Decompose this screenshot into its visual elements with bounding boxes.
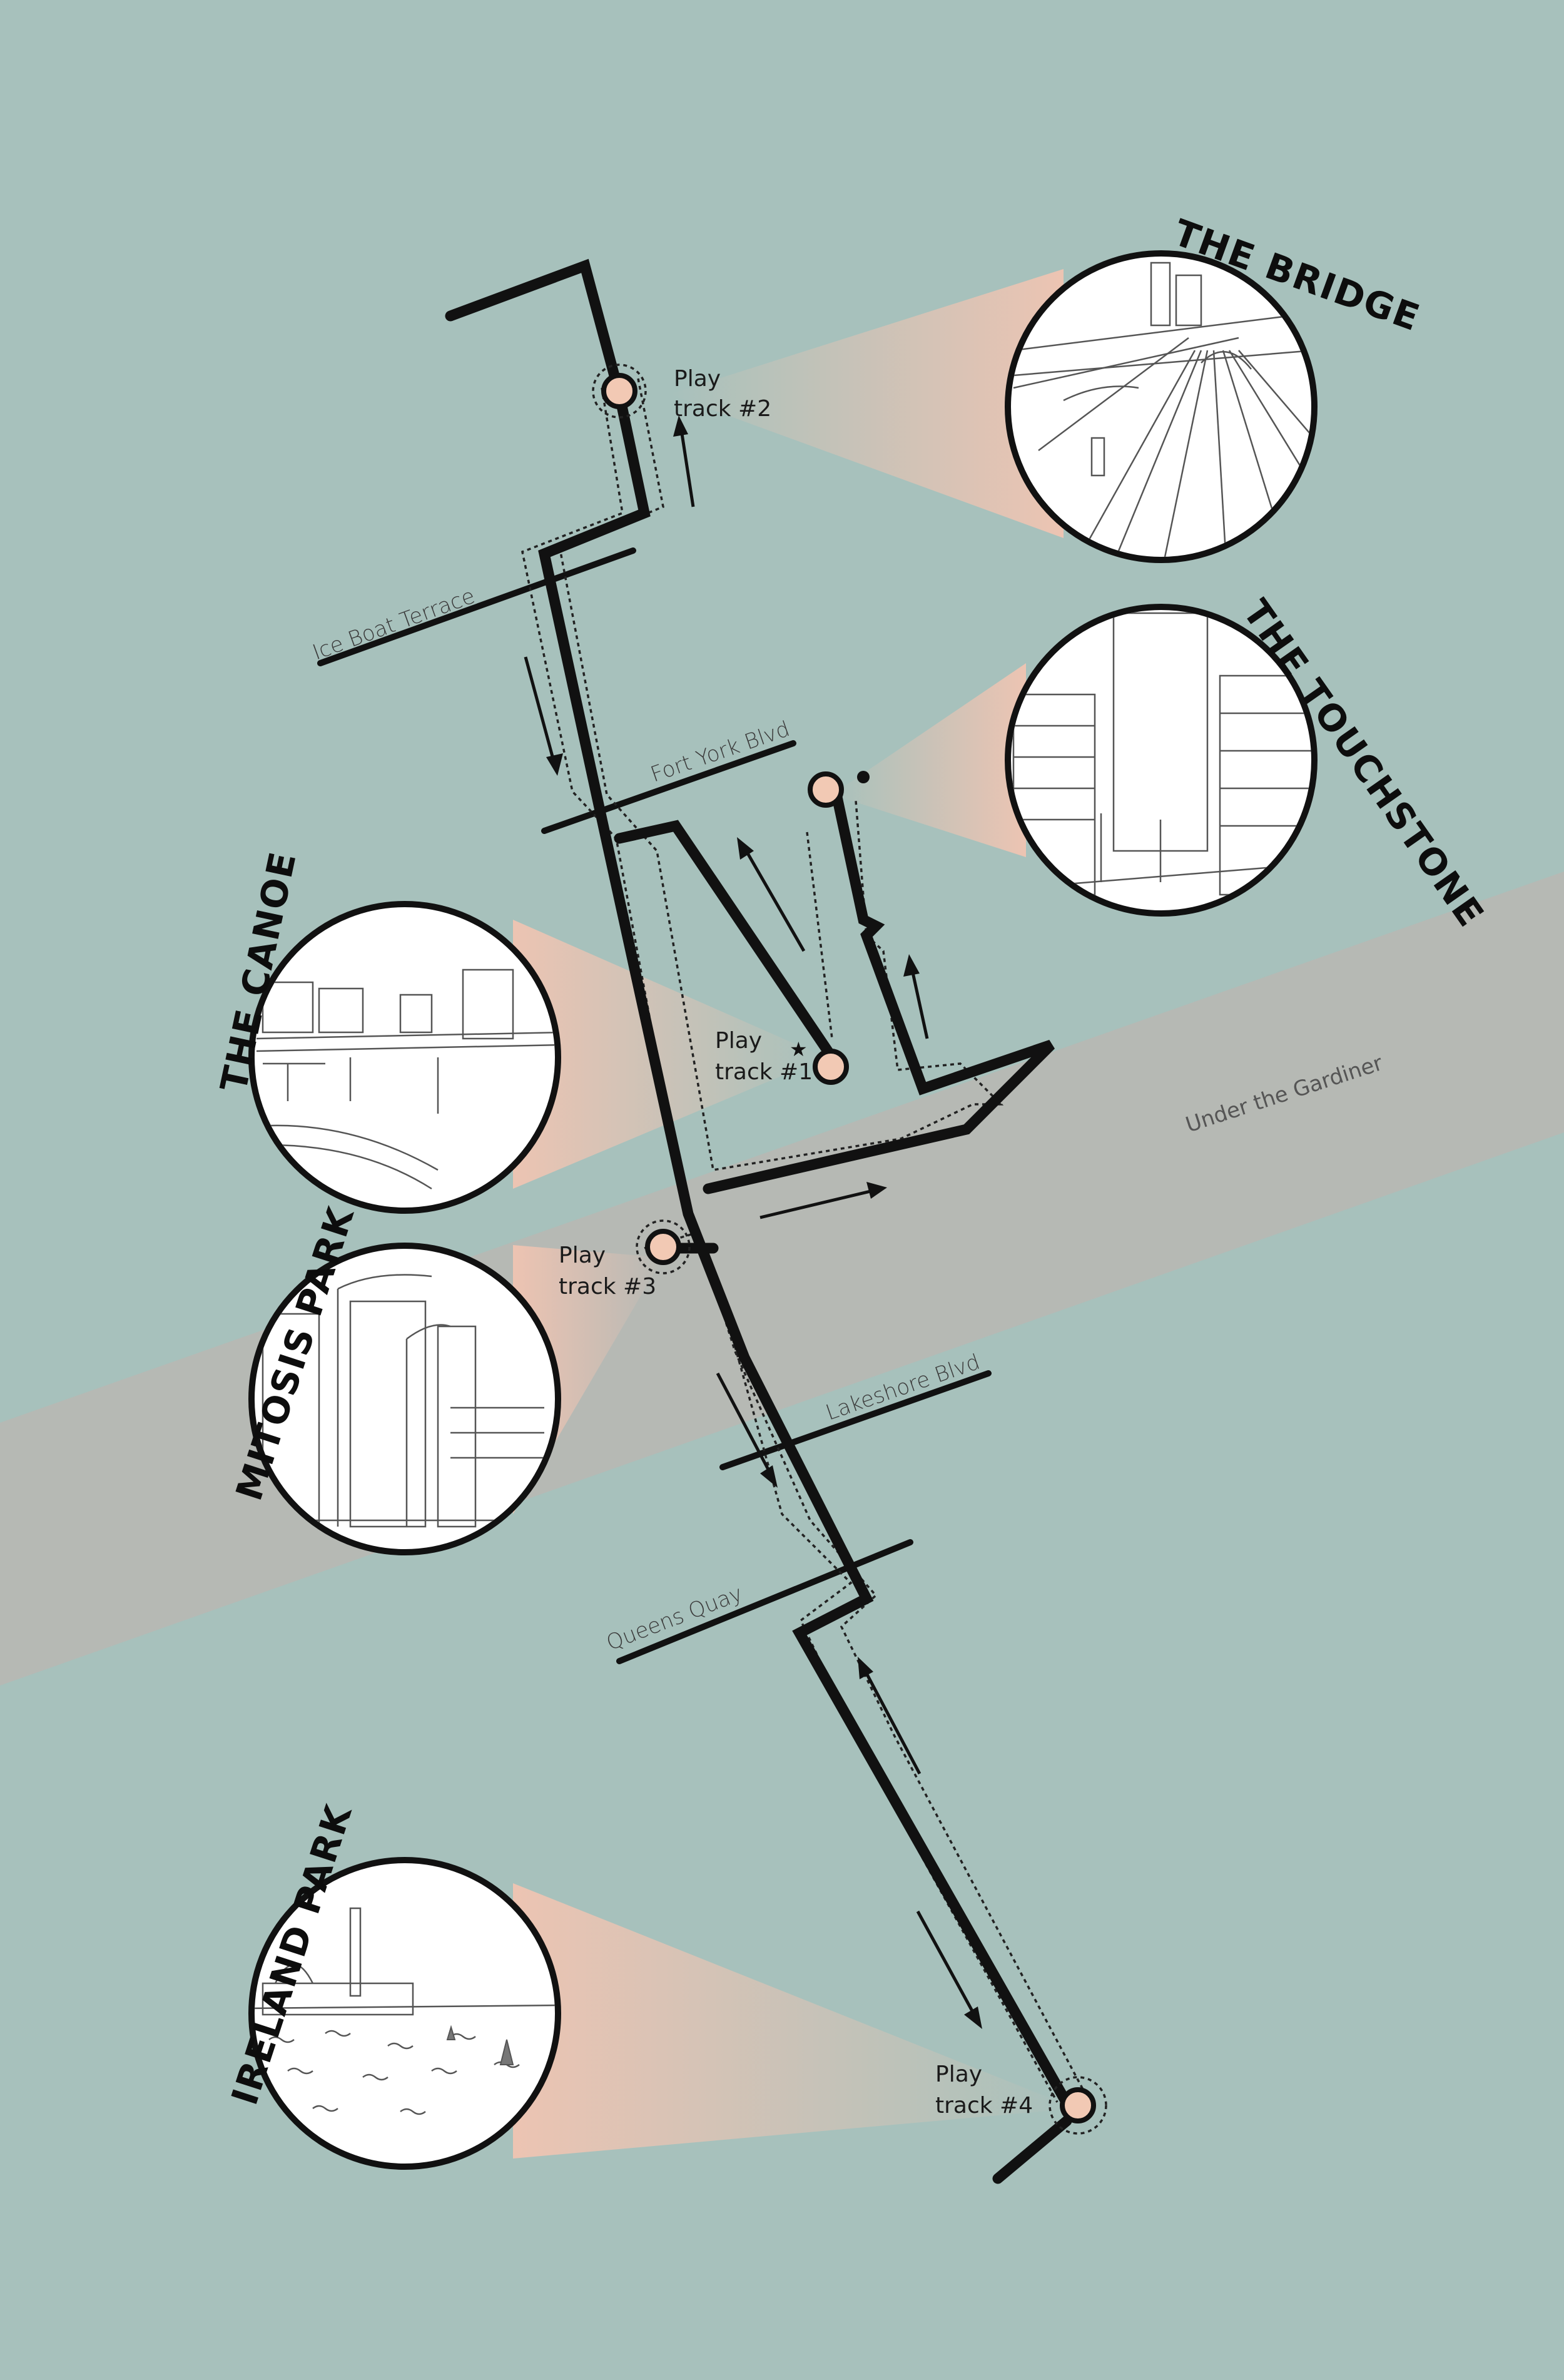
cone-ireland-park (513, 1883, 1076, 2159)
stop-label-line2: track #4 (935, 2093, 1033, 2118)
site-the-canoe[interactable] (248, 901, 563, 1214)
stop-track1[interactable]: ★ Play track #1 (715, 1028, 849, 1085)
street-queens-quay (616, 1539, 913, 1664)
ireland-park-sketch (255, 1907, 555, 2115)
street-fort-york-blvd (541, 740, 796, 834)
street-lakeshore-blvd (719, 1370, 992, 1470)
cone-the-bridge (669, 269, 1064, 538)
site-the-touchstone[interactable] (1005, 604, 1320, 917)
stop-label-line1: Play (935, 2062, 982, 2087)
stop-label-line1: Play (715, 1028, 762, 1054)
route-branch-track1 (614, 820, 838, 1063)
stop-track2[interactable]: Play track #2 (592, 364, 771, 422)
route-outline (806, 831, 833, 1039)
stop-track3[interactable]: Play track #3 (559, 1219, 691, 1299)
stop-label-line1: Play (559, 1243, 606, 1268)
street-ice-boat-terrace (317, 547, 636, 666)
dot-icon (857, 771, 870, 783)
route-outline (559, 378, 1004, 1172)
cone-the-touchstone (832, 663, 1026, 857)
cone-the-canoe (513, 920, 826, 1189)
stop-label-line2: track #1 (715, 1059, 813, 1085)
canoe-sketch (256, 969, 555, 1190)
route-branch-gardiner (703, 783, 1055, 1194)
walking-route (992, 2115, 1072, 2184)
site-mitosis-park[interactable] (248, 1243, 561, 1555)
site-ireland-park[interactable] (248, 1857, 563, 2170)
site-the-bridge[interactable] (1005, 250, 1318, 563)
stop-track4[interactable]: Play track #4 (935, 2062, 1107, 2135)
bridge-sketch (1013, 262, 1311, 557)
stop-label-line2: track #2 (674, 396, 771, 422)
star-icon: ★ (790, 1038, 808, 1060)
walking-route (445, 258, 1075, 2114)
stop-label-line1: Play (674, 366, 721, 392)
street-label-ice-boat-terrace: Ice Boat Terrace (309, 584, 478, 666)
direction-arrows (524, 415, 982, 2029)
stop-label-line2: track #3 (559, 1274, 656, 1299)
stop-touchstone-start[interactable] (808, 771, 870, 808)
